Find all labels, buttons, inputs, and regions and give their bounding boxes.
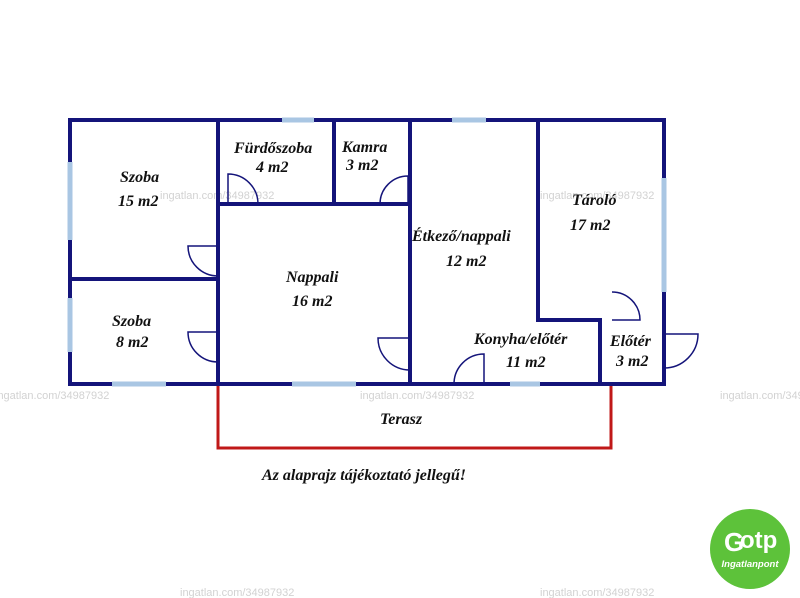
door-arc [227,173,259,205]
room-name-etkezo: Étkező/nappali [411,226,511,245]
room-area-szoba-2: 8 m2 [116,334,148,351]
room-area-eloter: 3 m2 [615,353,648,370]
doors [187,173,699,385]
door-arc [187,245,219,277]
door-arc [611,291,641,321]
watermark-text: ingatlan.com/34987932 [540,190,654,202]
room-name-nappali: Nappali [285,269,339,286]
terrace-outline [216,386,613,450]
room-area-kamra: 3 m2 [345,157,378,174]
watermark-text: ingatlan.com/34987932 [360,390,474,402]
room-area-nappali: 16 m2 [292,293,332,310]
logo-subtitle: Ingatlanpont [721,559,779,570]
watermark-text: ingatlan.com/34987932 [180,587,294,598]
door-arc [377,337,411,371]
door-arc [663,333,699,369]
room-name-tarolo: Tároló [572,192,616,209]
room-area-furdoszoba: 4 m2 [255,159,288,176]
room-name-kamra: Kamra [341,139,387,156]
watermark-text: ingatlan.com/34987932 [540,587,654,598]
room-name-szoba-1: Szoba [120,169,159,186]
room-name-furdoszoba: Fürdőszoba [233,140,312,157]
door-arc [379,175,409,205]
disclaimer-note: Az alaprajz tájékoztató jellegű! [261,467,466,484]
room-area-szoba-1: 15 m2 [118,193,158,210]
wall [536,118,602,386]
room-name-terasz: Terasz [380,411,423,428]
room-name-konyha: Konyha/előtér [473,331,568,348]
room-area-tarolo: 17 m2 [570,217,610,234]
door-arc [187,331,219,363]
watermark-text: ingatlan.com/34987932 [720,390,800,402]
watermark-text: ingatlan.com/34987932 [0,390,109,402]
room-name-szoba-2: Szoba [112,313,151,330]
room-name-eloter: Előtér [609,333,652,350]
windows [67,117,667,387]
otp-ingatlanpont-logo: G otp Ingatlanpont [710,509,790,589]
watermarks: ingatlan.com/34987932 ingatlan.com/34987… [0,190,800,598]
room-area-etkezo: 12 m2 [446,253,486,270]
door-arc [453,353,485,385]
room-area-konyha: 11 m2 [506,354,546,371]
logo-wordmark: otp [740,527,778,554]
room-labels: Szoba 15 m2 Fürdőszoba 4 m2 Kamra 3 m2 É… [112,139,652,428]
otp-mark-icon: G [724,527,745,557]
